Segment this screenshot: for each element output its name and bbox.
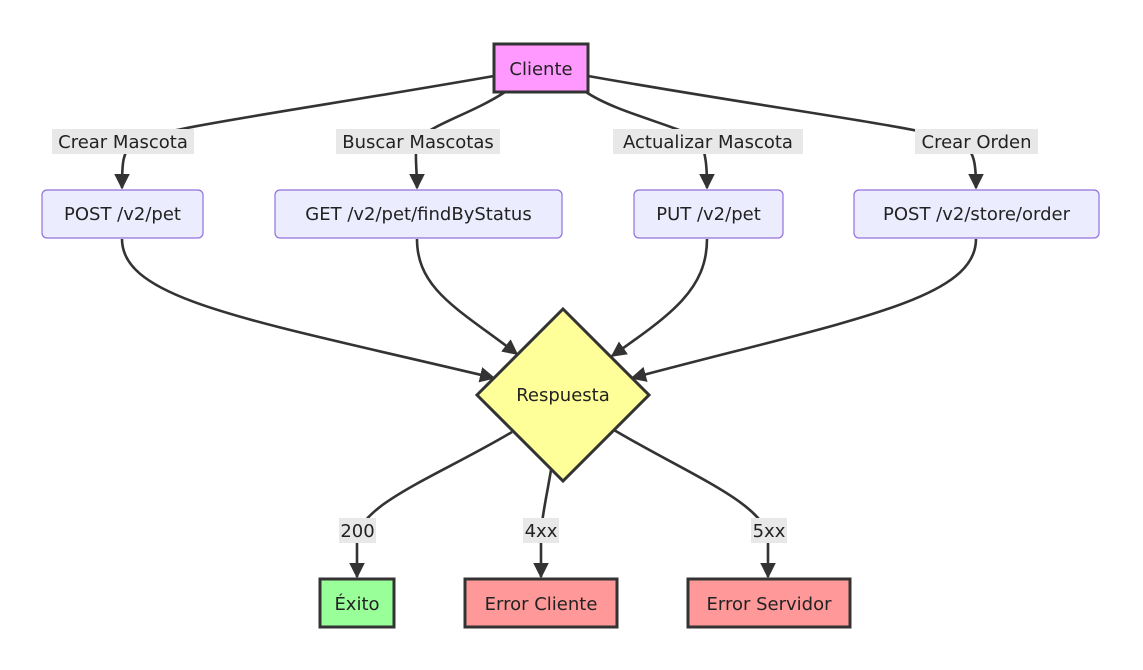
node-post-pet-box [41, 189, 204, 239]
node-get-pet-box [274, 189, 563, 239]
edge-label-buscar-mascotas-text: Buscar Mascotas [342, 132, 494, 153]
edge-label-200: 200 [339, 518, 376, 543]
node-exito-box [318, 577, 396, 629]
node-respuesta-diamond [474, 306, 652, 484]
edge-label-crear-mascota-text: Crear Mascota [58, 132, 188, 153]
node-get-pet: GET /v2/pet/findByStatus [274, 189, 563, 239]
node-post-pet: POST /v2/pet [41, 189, 204, 239]
node-put-pet-box [633, 189, 784, 239]
node-error-servidor-label: Error Servidor [707, 594, 833, 615]
edge-label-4xx-text: 4xx [525, 521, 558, 542]
edge-label-5xx: 5xx [751, 518, 787, 543]
node-error-servidor-box [686, 577, 852, 629]
node-respuesta-label: Respuesta [516, 385, 610, 406]
node-error-cliente-label: Error Cliente [485, 594, 598, 615]
node-post-order-box [853, 189, 1100, 239]
node-error-servidor: Error Servidor [686, 577, 852, 629]
node-put-pet: PUT /v2/pet [633, 189, 784, 239]
edge-label-actualizar-mascota-bg [613, 129, 803, 154]
node-post-order: POST /v2/store/order [853, 189, 1100, 239]
node-error-cliente-box [463, 577, 619, 629]
edge-put-pet-to-response [610, 238, 709, 358]
node-respuesta: Respuesta [474, 306, 652, 484]
node-post-order-label: POST /v2/store/order [883, 204, 1071, 225]
edge-label-200-text: 200 [340, 521, 374, 542]
node-cliente-label: Cliente [509, 59, 572, 80]
edge-label-4xx-bg [523, 518, 559, 543]
edge-label-buscar-mascotas-bg [336, 129, 500, 154]
edge-response-to-server-error [613, 428, 776, 579]
edge-label-200-bg [339, 518, 376, 543]
node-post-pet-label: POST /v2/pet [64, 204, 181, 225]
edge-label-crear-mascota: Crear Mascota [52, 129, 194, 154]
node-cliente-box [492, 42, 590, 94]
node-cliente: Cliente [492, 42, 590, 94]
edge-label-4xx: 4xx [523, 518, 559, 543]
node-put-pet-label: PUT /v2/pet [656, 204, 761, 225]
edge-label-crear-orden-text: Crear Orden [922, 132, 1032, 153]
node-get-pet-label: GET /v2/pet/findByStatus [305, 204, 531, 225]
edge-get-pet-to-response [415, 238, 519, 356]
edge-label-actualizar-mascota: Actualizar Mascota [613, 129, 803, 154]
edge-label-5xx-text: 5xx [753, 521, 786, 542]
edge-post-order-to-response [630, 238, 978, 382]
edge-label-crear-orden-bg [915, 129, 1038, 154]
edge-label-actualizar-mascota-text: Actualizar Mascota [623, 132, 793, 153]
node-exito-label: Éxito [334, 593, 379, 615]
node-error-cliente: Error Cliente [463, 577, 619, 629]
edge-label-5xx-bg [751, 518, 787, 543]
edge-label-crear-orden: Crear Orden [915, 129, 1038, 154]
edge-label-buscar-mascotas: Buscar Mascotas [336, 129, 500, 154]
edge-label-crear-mascota-bg [52, 129, 194, 154]
edge-post-pet-to-response [120, 238, 496, 383]
node-exito: Éxito [318, 577, 396, 629]
edge-response-to-success [349, 430, 513, 579]
